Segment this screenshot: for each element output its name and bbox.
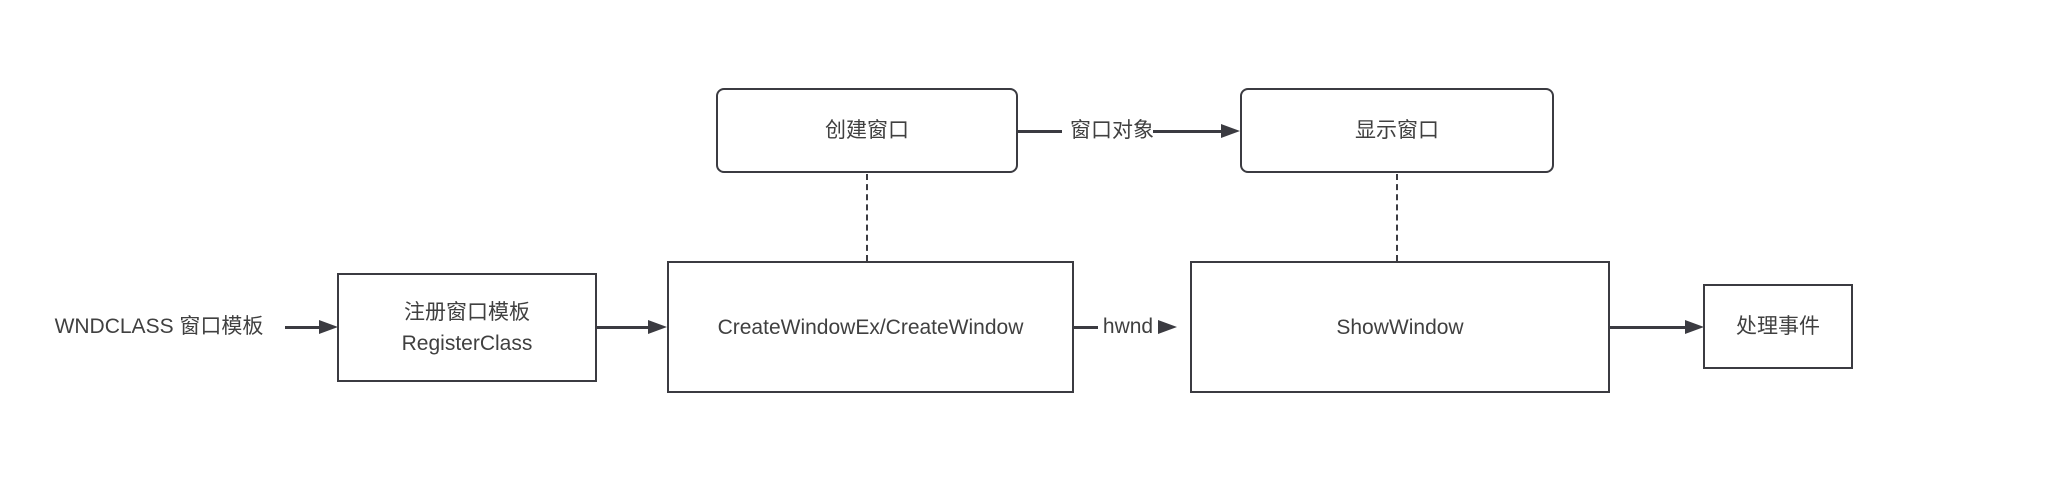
hwnd-label: hwnd xyxy=(1098,315,1158,339)
window-object-connector-line-right xyxy=(1153,130,1223,133)
arrowhead-icon xyxy=(319,320,338,334)
handle-events-box-label: 处理事件 xyxy=(1736,315,1820,338)
arrowhead-icon xyxy=(648,320,667,334)
create-window-ex-box-label: CreateWindowEx/CreateWindow xyxy=(717,315,1024,339)
wndclass-arrow-line xyxy=(285,326,323,329)
window-object-connector-line-left xyxy=(1018,130,1074,133)
create-window-ex-box: CreateWindowEx/CreateWindow xyxy=(667,261,1074,393)
arrowhead-icon xyxy=(1221,124,1240,138)
wndclass-label: WNDCLASS 窗口模板 xyxy=(44,315,274,339)
window-object-label: 窗口对象 xyxy=(1062,119,1162,143)
register-class-box-label-line1: 注册窗口模板 xyxy=(404,300,530,324)
dashed-connector-right xyxy=(1396,174,1398,261)
create-window-box: 创建窗口 xyxy=(716,88,1018,173)
arrowhead-icon xyxy=(1685,320,1704,334)
show-window-function-box: ShowWindow xyxy=(1190,261,1610,393)
register-class-box-label-line2: RegisterClass xyxy=(401,331,533,355)
hwnd-connector-line xyxy=(1074,326,1102,329)
show-window-top-box: 显示窗口 xyxy=(1240,88,1554,173)
handle-events-box: 处理事件 xyxy=(1703,284,1853,369)
arrowhead-icon xyxy=(1158,320,1177,334)
show-window-function-box-label: ShowWindow xyxy=(1336,315,1464,339)
register-to-create-arrow-line xyxy=(597,326,649,329)
show-window-top-box-label: 显示窗口 xyxy=(1355,119,1439,142)
create-window-box-label: 创建窗口 xyxy=(825,119,909,142)
dashed-connector-left xyxy=(866,174,868,261)
show-to-handle-arrow-line xyxy=(1610,326,1687,329)
register-class-box: 注册窗口模板 RegisterClass xyxy=(337,273,597,382)
